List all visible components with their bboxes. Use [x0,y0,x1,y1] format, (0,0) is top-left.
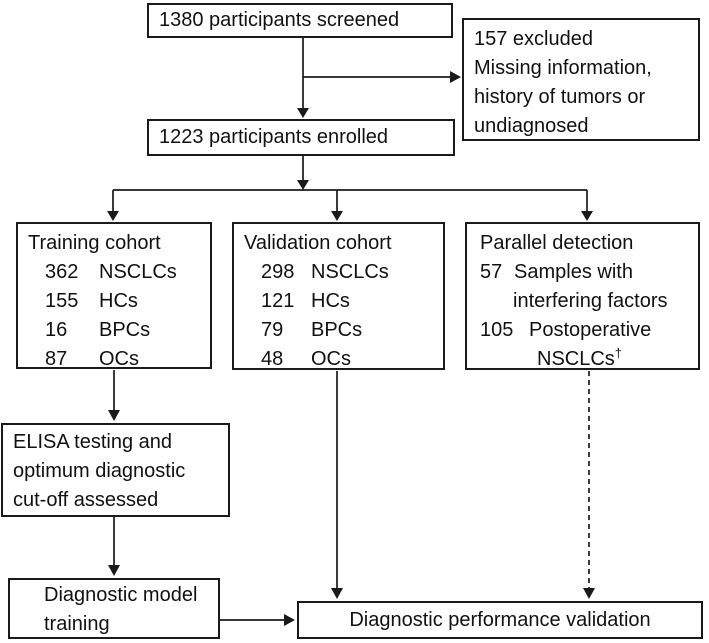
box-elisa-testing: ELISA testing and optimum diagnostic cut… [1,423,230,517]
cohort-row: 121 HCs [261,287,443,316]
arrow-excluded-head [450,71,461,83]
arrow-training-head [107,211,119,221]
box-excluded: 157 excluded Missing information, histor… [462,18,700,141]
parallel-detection-title: Parallel detection [480,232,634,254]
group-label: Samples with [514,261,633,283]
group-count: 79 [261,319,284,341]
model-line: Diagnostic model [44,584,198,606]
group-count: 57 [480,261,503,283]
cohort-row: 16 BPCs [45,316,210,345]
box-parallel-detection: Parallel detection 57 Samples with inter… [465,222,700,370]
group-count: 48 [261,348,284,370]
excluded-line: Missing information, [474,57,652,79]
group-label: NSCLCs [311,261,389,283]
validation-cohort-title: Validation cohort [244,232,392,254]
group-count: 298 [261,261,295,283]
group-label: OCs [311,348,351,370]
parallel-row: 105 Postoperative [480,316,694,345]
elisa-line: cut-off assessed [13,489,159,511]
cohort-row: 362 NSCLCs [45,258,210,287]
arrow-model-performance-head [284,614,295,626]
group-count: 105 [480,319,514,341]
group-count: 87 [45,348,68,370]
group-label: NSCLCs [537,348,615,370]
cohort-row: 155 HCs [45,287,210,316]
enrolled-label: 1223 participants enrolled [159,126,389,148]
screened-label: 1380 participants screened [159,9,400,31]
excluded-line: undiagnosed [474,115,589,137]
arrow-parallel-performance-head [583,588,595,599]
arrow-enrolled-branch-head [297,180,309,190]
cohort-row: 79 BPCs [261,316,443,345]
excluded-line: history of tumors or [474,86,646,108]
box-screened: 1380 participants screened [147,3,453,38]
parallel-row: 57 Samples with [480,258,694,287]
arrow-elisa-model-head [108,565,120,576]
group-count: 16 [45,319,68,341]
group-count: 155 [45,290,79,312]
box-training-cohort: Training cohort 362 NSCLCs 155 HCs 16 BP… [16,222,212,370]
dagger-footnote-mark: † [614,345,623,361]
arrow-training-elisa-head [108,410,120,421]
arrow-parallel-head [581,211,593,221]
group-count: 121 [261,290,295,312]
parallel-row-continuation: interfering factors [513,290,668,312]
box-diagnostic-performance-validation: Diagnostic performance validation [297,601,703,639]
training-cohort-title: Training cohort [28,232,161,254]
group-label: Postoperative [529,319,652,341]
group-count: 362 [45,261,79,283]
arrow-validation-performance-head [331,588,343,599]
box-enrolled: 1223 participants enrolled [147,119,455,156]
group-label: HCs [311,290,350,312]
elisa-line: optimum diagnostic [13,460,186,482]
cohort-row: 87 OCs [45,345,210,374]
box-diagnostic-model-training: Diagnostic model training [8,578,220,639]
group-label: NSCLCs [99,261,177,283]
arrow-screened-enrolled-head [297,108,309,118]
group-label: HCs [99,290,138,312]
model-line: training [44,613,110,635]
box-validation-cohort: Validation cohort 298 NSCLCs 121 HCs 79 … [232,222,445,370]
parallel-row-continuation: NSCLCs† [480,345,694,374]
group-label: OCs [99,348,139,370]
cohort-row: 48 OCs [261,345,443,374]
group-label: BPCs [99,319,151,341]
cohort-row: 298 NSCLCs [261,258,443,287]
excluded-line: 157 excluded [474,28,593,50]
arrow-validation-head [331,211,343,221]
elisa-line: ELISA testing and [13,431,173,453]
performance-label: Diagnostic performance validation [349,608,651,631]
group-label: BPCs [311,319,363,341]
